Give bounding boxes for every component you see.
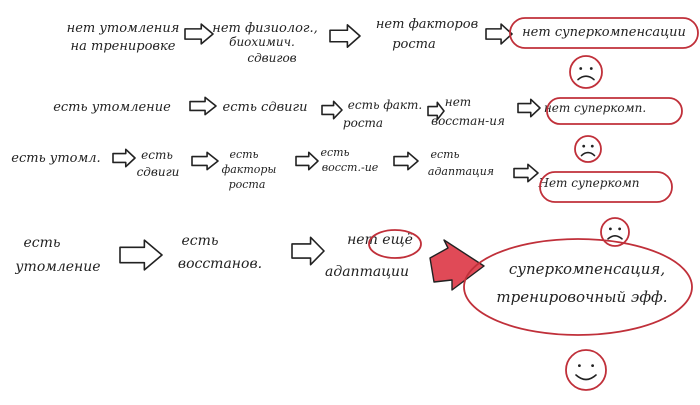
node-text-r4-n3-l1: нет ещё	[347, 232, 413, 248]
node-text-r3-n5-l1: есть	[430, 148, 459, 161]
node-text-r2-n5-l1: нет суперкомп.	[544, 101, 646, 115]
arrow-3	[485, 23, 513, 45]
node-text-r3-n3-l3: роста	[229, 178, 266, 191]
node-text-r1-n2-l3: сдвигов	[247, 51, 296, 65]
node-text-r4-n4-l1: суперкомпенсация,	[509, 260, 665, 278]
face-eye-left-2	[582, 144, 586, 148]
face-mouth-3	[607, 235, 623, 240]
node-text-r3-n3-l1: есть	[229, 148, 258, 161]
arrow-8	[112, 148, 136, 168]
node-text-r3-n1-l1: есть утомл.	[11, 151, 100, 166]
node-text-r3-n6-l1: Нет суперкомп	[537, 176, 639, 190]
node-text-r2-n3-l2: роста	[343, 116, 383, 130]
node-text-r1-n2-l1: нет физиолог.,	[212, 21, 318, 36]
face-eye-right-2	[590, 144, 594, 148]
node-text-r1-n2-l2: биохимич.	[229, 35, 295, 49]
node-text-r3-n2-l2: сдвиги	[137, 165, 180, 179]
node-text-r4-n3-l2: адаптации	[325, 264, 409, 280]
arrow-7	[517, 98, 541, 118]
face-mouth-2	[580, 151, 596, 157]
arrow-10	[295, 151, 319, 171]
outline-conclusion-2	[546, 97, 683, 125]
node-text-r2-n4-l1: нет	[445, 95, 471, 109]
node-text-r3-n5-l2: адаптация	[428, 165, 494, 178]
arrow-1	[184, 23, 214, 45]
node-text-r1-n1-l1: нет утомления	[67, 21, 180, 36]
node-text-r2-n1-l1: есть утомление	[53, 100, 171, 115]
arrow-6	[427, 101, 445, 121]
node-text-r4-n4-l2: тренировочный эфф.	[496, 288, 667, 306]
face-eye-right-3	[618, 227, 622, 231]
face-eye-right-1	[589, 67, 593, 70]
node-text-r2-n3-l1: есть факт.	[348, 98, 422, 112]
arrow-12	[513, 163, 539, 183]
arrow-highlight	[429, 239, 485, 291]
arrow-2	[329, 24, 361, 48]
face-eye-left-4	[578, 364, 581, 367]
node-text-r3-n2-l1: есть	[141, 148, 173, 162]
node-text-r4-n2-l2: восстанов.	[178, 256, 262, 272]
node-text-r2-n2-l1: есть сдвиги	[223, 100, 308, 115]
node-text-r4-n1-l1: есть	[23, 235, 60, 251]
arrow-5	[321, 100, 343, 120]
face-sad-3	[600, 217, 630, 247]
node-text-r4-n2-l1: есть	[181, 233, 218, 249]
node-text-r3-n4-l2: восст.-ие	[322, 161, 379, 174]
node-text-r1-n3-l2: роста	[392, 37, 436, 52]
node-text-r1-n4-l1: нет суперкомпенсации	[522, 25, 686, 40]
node-text-r1-n3-l1: нет факторов	[376, 17, 478, 32]
arrow-4	[189, 96, 217, 116]
face-sad-2	[574, 135, 602, 163]
node-text-r1-n1-l2: на тренировке	[71, 39, 176, 54]
face-eye-left-3	[608, 227, 612, 231]
face-eye-left-1	[579, 67, 583, 70]
arrow-13	[119, 239, 163, 271]
face-happy-4	[565, 349, 607, 391]
outline-conclusion-4	[463, 238, 693, 336]
arrow-9	[191, 151, 219, 171]
outline-conclusion-1	[509, 17, 699, 49]
outline-conclusion-3	[539, 171, 673, 203]
arrow-11	[393, 151, 419, 171]
node-text-r3-n4-l1: есть	[320, 146, 349, 159]
node-text-r2-n4-l2: восстан-ия	[431, 114, 505, 128]
face-sad-1	[569, 55, 603, 89]
face-mouth-4	[575, 374, 597, 381]
outline-highlight-word	[368, 229, 422, 259]
face-eye-right-4	[591, 364, 594, 367]
node-text-r3-n3-l2: факторы	[222, 163, 277, 176]
face-mouth-1	[577, 75, 595, 81]
arrow-14	[291, 236, 325, 266]
node-text-r4-n1-l2: утомление	[14, 259, 100, 275]
